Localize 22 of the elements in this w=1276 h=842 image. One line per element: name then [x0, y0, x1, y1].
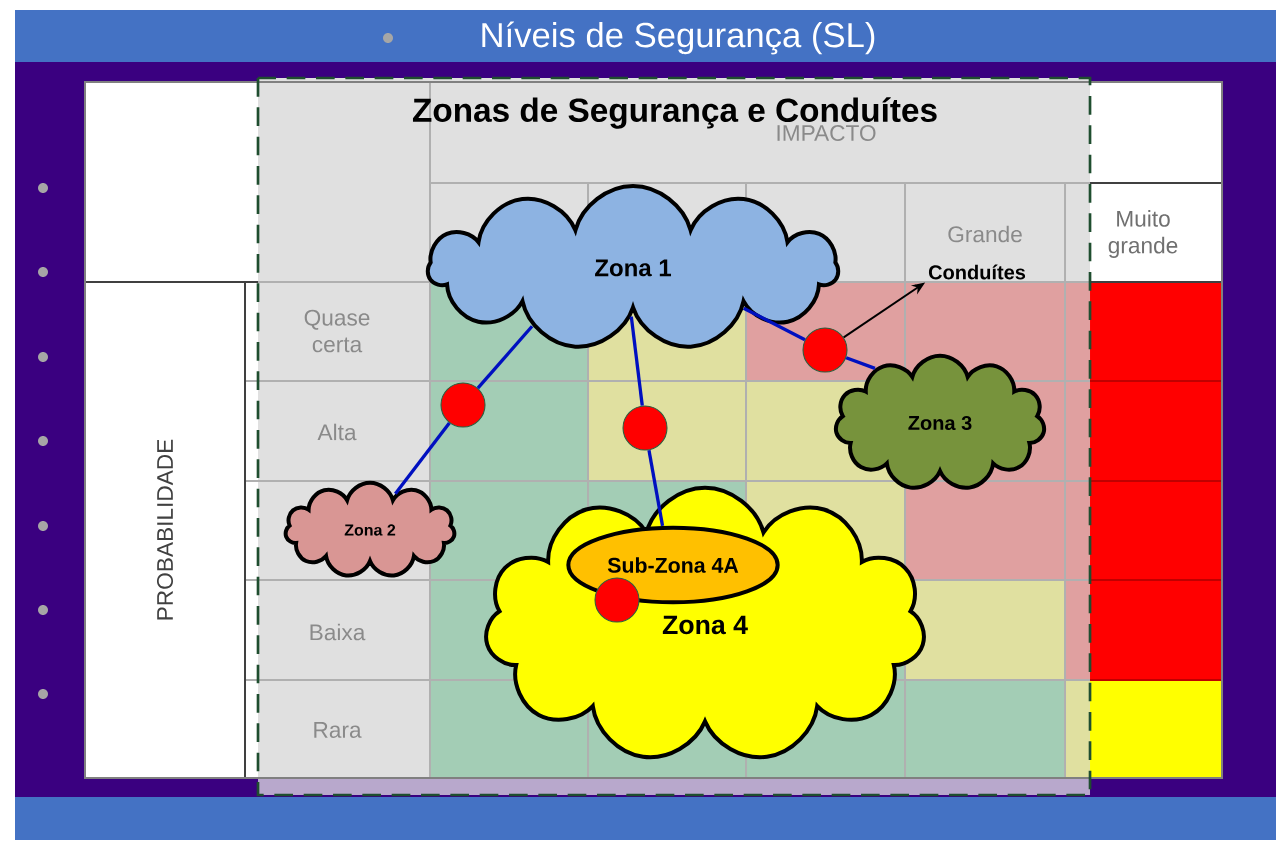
- row-label: Rara: [314, 722, 362, 738]
- conduit-label: Conduítes: [928, 264, 1026, 280]
- zone-cloud: Zona 2: [283, 480, 457, 578]
- slide-title: Níveis de Segurança (SL): [482, 21, 875, 55]
- conduit-circle: [802, 327, 848, 373]
- connector-line: [742, 306, 806, 342]
- row-label: Baixa: [310, 623, 366, 641]
- conduit-circle: [440, 382, 486, 428]
- zone-cloud: Zona 3: [833, 353, 1047, 490]
- connector-line: [647, 449, 665, 527]
- conduit-circle: [594, 577, 640, 623]
- zone-cloud: Zona 1: [425, 184, 841, 349]
- column-header: Muito grande: [1108, 210, 1178, 258]
- connector-line: [476, 325, 534, 390]
- conduit-circle: [622, 405, 668, 451]
- column-header: Grande: [948, 225, 1022, 243]
- axis-title: PROBABILIDADE: [157, 439, 174, 620]
- row-label: Alta: [317, 423, 357, 441]
- row-label: Quase certa: [304, 309, 370, 353]
- connector-line: [629, 316, 644, 406]
- connector-line: [845, 356, 876, 370]
- connector-line: [394, 421, 451, 495]
